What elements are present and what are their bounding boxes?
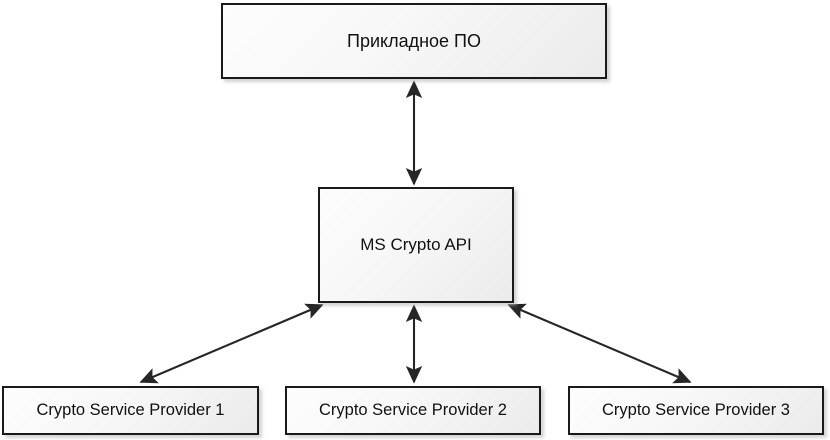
node-crypto-service-provider-1[interactable]: Crypto Service Provider 1 [2,386,259,435]
node-crypto-service-provider-2-label: Crypto Service Provider 2 [319,401,507,420]
node-crypto-api-label: MS Crypto API [360,235,472,255]
node-crypto-service-provider-1-label: Crypto Service Provider 1 [36,401,225,420]
node-crypto-service-provider-3[interactable]: Crypto Service Provider 3 [568,386,824,435]
node-application-software-label: Прикладное ПО [347,30,481,51]
connector-api-to-csp3 [507,303,692,384]
node-crypto-service-provider-2[interactable]: Crypto Service Provider 2 [285,386,541,435]
node-crypto-api[interactable]: MS Crypto API [318,187,514,303]
connector-api-to-csp1 [139,303,324,384]
node-application-software[interactable]: Прикладное ПО [221,3,607,79]
node-crypto-service-provider-3-label: Crypto Service Provider 3 [602,401,790,420]
